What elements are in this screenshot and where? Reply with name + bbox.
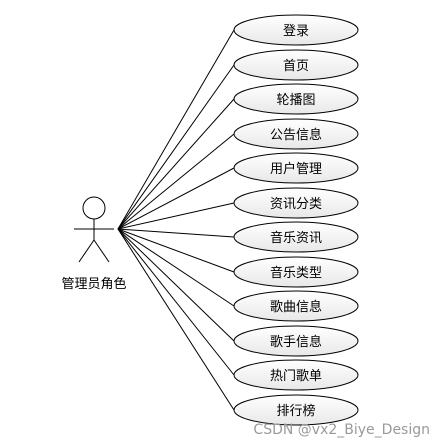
use-case-ellipse	[233, 394, 359, 426]
association-line	[117, 228, 235, 307]
use-case-label: 登录	[283, 24, 309, 39]
use-case: 登录	[233, 14, 359, 46]
use-case-label: 热门歌单	[270, 369, 322, 384]
association-line	[117, 29, 235, 230]
use-case-label: 歌曲信息	[270, 299, 322, 315]
use-case-ellipse	[233, 118, 359, 150]
use-case: 排行榜	[233, 394, 359, 426]
use-case: 音乐资讯	[233, 221, 359, 253]
actor-right-leg	[93, 239, 110, 263]
actor-label: 管理员角色	[61, 276, 126, 292]
use-case: 音乐类型	[233, 256, 359, 288]
use-case-ellipse	[233, 221, 359, 253]
actor-left-leg	[78, 239, 95, 263]
use-case-ellipse	[233, 187, 359, 219]
use-case: 歌手信息	[233, 325, 359, 357]
use-case-ellipse	[233, 14, 359, 46]
use-case-label: 首页	[283, 59, 309, 74]
association-line	[117, 98, 235, 230]
use-case-ellipse	[233, 152, 359, 184]
use-case: 资讯分类	[233, 187, 359, 219]
use-case: 首页	[233, 49, 359, 81]
use-case-ellipse	[233, 83, 359, 115]
use-case: 热门歌单	[233, 359, 359, 391]
actor-head	[82, 196, 106, 220]
use-case-ellipse	[233, 325, 359, 357]
association-line	[117, 167, 235, 230]
actor-administrator: 管理员角色	[61, 196, 127, 292]
use-case: 用户管理	[233, 152, 359, 184]
use-case-ellipse	[233, 290, 359, 322]
association-line	[117, 228, 235, 411]
use-case-label: 歌手信息	[270, 334, 322, 350]
association-lines	[117, 29, 235, 411]
association-line	[117, 133, 235, 230]
use-case-ellipse	[233, 359, 359, 391]
use-case-label: 音乐资讯	[270, 230, 322, 246]
association-line	[117, 228, 235, 342]
use-case-label: 资讯分类	[270, 197, 322, 212]
association-line	[117, 228, 235, 273]
association-line	[117, 228, 235, 376]
association-line	[117, 228, 235, 238]
use-case-label: 轮播图	[276, 93, 315, 108]
use-case-label: 用户管理	[270, 161, 322, 177]
use-case: 公告信息	[233, 118, 359, 150]
use-case-label: 排行榜	[276, 403, 315, 419]
association-line	[117, 202, 235, 230]
use-case: 歌曲信息	[233, 290, 359, 322]
use-case-label: 公告信息	[270, 127, 322, 143]
use-case-ellipse	[233, 49, 359, 81]
watermark-text: CSDN @vx2_Biye_Design	[253, 422, 430, 438]
association-line	[117, 64, 235, 230]
use-case-label: 音乐类型	[270, 265, 322, 281]
use-case-list: 登录首页轮播图公告信息用户管理资讯分类音乐资讯音乐类型歌曲信息歌手信息热门歌单排…	[233, 14, 359, 426]
use-case: 轮播图	[233, 83, 359, 115]
use-case-ellipse	[233, 256, 359, 288]
